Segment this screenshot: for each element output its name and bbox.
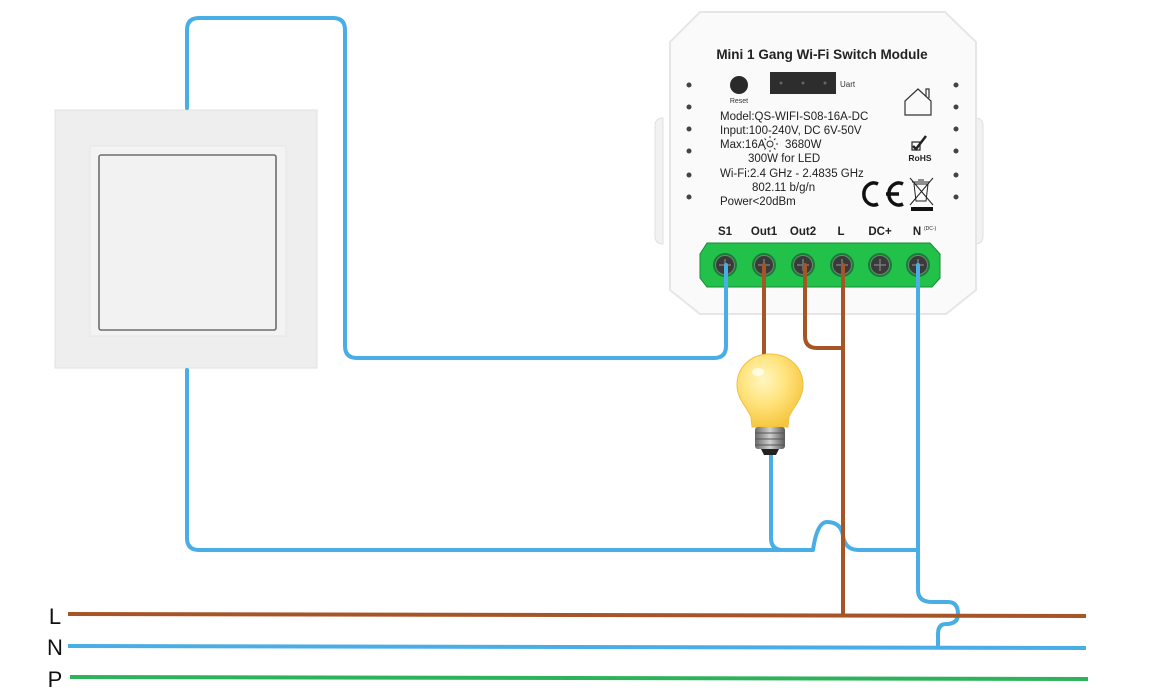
spec-max-power: 3680W: [785, 139, 822, 151]
mains-line-p: [69, 675, 1089, 681]
reset-label: Reset: [730, 98, 748, 105]
spec-power: Power<20dBm: [720, 196, 796, 208]
terminal-label-out2: Out2: [790, 226, 816, 238]
terminal-screw-dcplus[interactable]: [868, 253, 892, 277]
light-bulb-icon: [736, 353, 804, 455]
spec-wifi-std: 802.11 b/g/n: [752, 182, 815, 194]
bulb-symbol-icon: [762, 136, 778, 152]
rohs-label: RoHS: [908, 153, 931, 163]
wire-n-terminal-to-mains: [916, 263, 960, 648]
reset-button[interactable]: [730, 76, 748, 94]
terminal-label-l: L: [837, 226, 844, 238]
wire-switch-to-s1: [185, 16, 728, 360]
mains-label-l: L: [49, 604, 61, 629]
mains-line-l: [67, 612, 1087, 618]
spec-max: Max:16A: [720, 139, 766, 151]
weee-bin-icon: [909, 177, 934, 211]
switch-module: Mini 1 Gang Wi-Fi Switch Module Reset Ua…: [654, 11, 984, 315]
wire-switch-to-neutral-bus: [185, 368, 920, 552]
rohs-icon: RoHS: [908, 135, 932, 163]
terminal-label-s1: S1: [718, 226, 733, 238]
terminal-label-dcplus: DC+: [868, 226, 892, 238]
uart-label: Uart: [840, 80, 856, 89]
terminal-label-n-sup: (DC-): [924, 226, 937, 232]
mains-label-p: P: [48, 667, 63, 692]
terminal-label-out1: Out1: [751, 226, 778, 238]
home-icon: [904, 88, 932, 116]
switch-rocker[interactable]: [98, 154, 277, 331]
wall-switch: [54, 109, 318, 369]
ce-mark-icon: [862, 181, 904, 207]
module-vent-dots: [686, 82, 959, 200]
module-left-tab: [654, 117, 664, 245]
mains-lines: L N P: [47, 604, 1089, 692]
module-title: Mini 1 Gang Wi-Fi Switch Module: [716, 47, 928, 62]
spec-model: Model:QS-WIFI-S08-16A-DC: [720, 111, 868, 123]
wire-bulb-neutral: [769, 453, 797, 552]
wire-out2-jumper: [803, 263, 845, 350]
spec-input: Input:100-240V, DC 6V-50V: [720, 125, 862, 137]
spec-wifi: Wi-Fi:2.4 GHz - 2.4835 GHz: [720, 168, 864, 180]
terminal-label-n: N: [913, 226, 921, 238]
mains-label-n: N: [47, 635, 63, 660]
spec-led: 300W for LED: [748, 153, 820, 165]
mains-line-n: [67, 644, 1087, 650]
